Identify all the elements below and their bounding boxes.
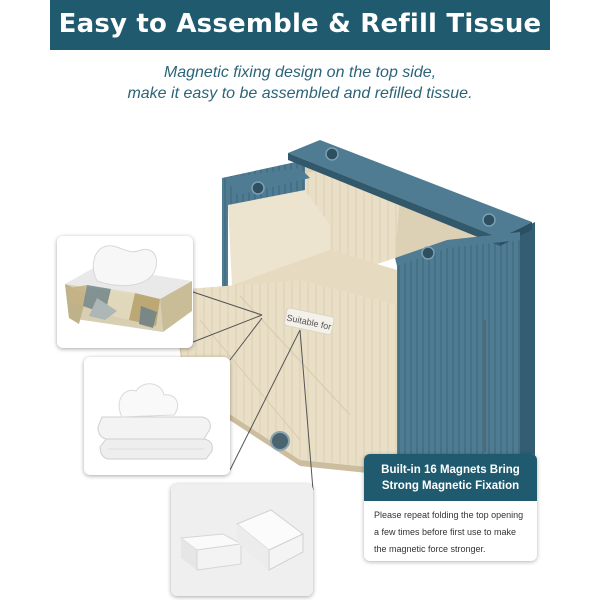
callout-heading-line-2: Strong Magnetic Fixation bbox=[381, 479, 520, 492]
magnet-icon bbox=[421, 246, 435, 260]
subtitle-line-1: Magnetic fixing design on the top side, bbox=[163, 64, 437, 81]
callout-body-line-3: the magnetic force stronger. bbox=[374, 544, 486, 554]
magnet-callout: Built-in 16 Magnets Bring Strong Magneti… bbox=[364, 454, 537, 561]
tissue-stack-thumbnail bbox=[171, 484, 313, 596]
callout-body-line-1: Please repeat folding the top opening bbox=[374, 510, 524, 520]
callout-heading-line-1: Built-in 16 Magnets Bring bbox=[381, 463, 520, 476]
magnet-icon bbox=[482, 213, 496, 227]
magnet-icon bbox=[251, 181, 265, 195]
pointer-lines bbox=[192, 291, 486, 491]
box-right-wall bbox=[397, 222, 535, 472]
callout-heading: Built-in 16 Magnets Bring Strong Magneti… bbox=[364, 454, 537, 501]
box-interior-left bbox=[228, 190, 330, 285]
boxed-tissue-thumbnail bbox=[57, 236, 193, 348]
title-banner: Easy to Assemble & Refill Tissue bbox=[50, 0, 550, 50]
box-label: Suitable for bbox=[283, 307, 335, 335]
banner-title: Easy to Assemble & Refill Tissue bbox=[58, 9, 542, 39]
magnet-icon bbox=[325, 147, 339, 161]
box-left-top-flap bbox=[225, 168, 310, 195]
callout-body: Please repeat folding the top opening a … bbox=[364, 501, 537, 558]
subtitle-line-2: make it easy to be assembled and refille… bbox=[127, 85, 473, 102]
callout-body-line-2: a few times before first use to make bbox=[374, 527, 517, 537]
magnet-icon bbox=[270, 431, 290, 451]
box-right-top-flap bbox=[395, 232, 520, 266]
subtitle: Magnetic fixing design on the top side, … bbox=[40, 62, 560, 104]
soft-pack-tissue-thumbnail bbox=[84, 357, 230, 475]
